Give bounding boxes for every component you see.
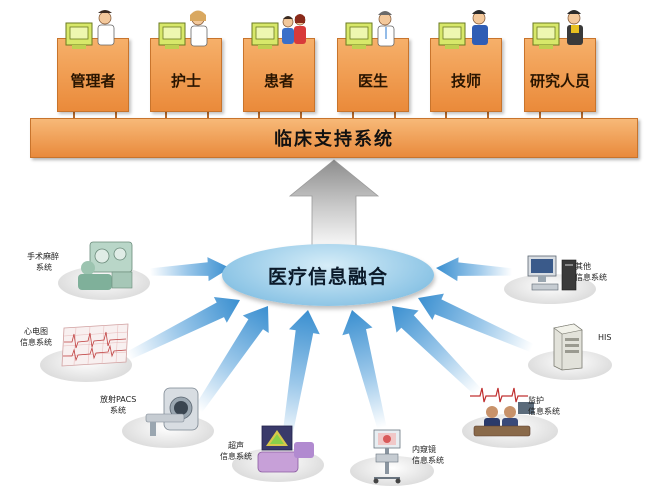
role-box-patient: 患者	[243, 14, 315, 112]
arrow-from-other	[436, 257, 513, 282]
system-label: 超声信息系统	[220, 441, 252, 461]
endoscope-cart-icon	[373, 429, 401, 484]
role-box-admin: 管理者	[57, 10, 129, 112]
server-icon	[553, 323, 583, 371]
technician-workstation-icon	[438, 10, 488, 49]
arrow-from-ultrasound	[281, 310, 320, 445]
role-box-doctor: 医生	[337, 11, 409, 112]
role-box-nurse: 护士	[150, 10, 222, 112]
support-bar-label: 临床支持系统	[274, 129, 394, 150]
arrow-from-pacs	[194, 306, 269, 413]
patient-workstation-icon	[251, 14, 306, 49]
role-label: 患者	[263, 72, 294, 90]
system-label: 监护信息系统	[528, 396, 560, 416]
ultrasound-icon	[257, 425, 314, 473]
system-label: 内窥镜信息系统	[412, 445, 444, 465]
system-label: 心电图信息系统	[20, 327, 52, 347]
info-fusion-hub: 医疗信息融合	[222, 244, 434, 306]
arrow-from-his	[418, 293, 534, 352]
nurse-workstation-icon	[158, 10, 208, 49]
role-label: 医生	[357, 72, 388, 90]
role-label: 研究人员	[529, 72, 590, 90]
ecg-paper-icon	[61, 323, 129, 367]
system-label: 其他信息系统	[575, 262, 607, 282]
desktop-computer-icon	[527, 255, 577, 291]
role-label: 护士	[170, 72, 201, 90]
system-label: 手术麻醉系统	[27, 252, 59, 272]
surgery-anesthesia-icon	[78, 241, 133, 290]
arrow-from-monitoring	[392, 306, 482, 396]
role-box-technician: 技师	[430, 10, 502, 112]
arrow-from-endoscope	[342, 310, 387, 430]
role-label: 管理者	[70, 72, 116, 90]
role-box-researcher: 研究人员	[524, 10, 596, 112]
doctor-workstation-icon	[345, 11, 395, 49]
arrow-from-surgery	[149, 257, 230, 282]
admin-workstation-icon	[65, 10, 115, 49]
patient-monitor-icon	[470, 387, 534, 437]
arrow-from-ecg	[126, 297, 240, 360]
clinical-support-bar: 临床支持系统	[30, 118, 638, 158]
ct-scanner-icon	[145, 387, 199, 436]
hub-to-support-arrow	[288, 159, 380, 253]
role-label: 技师	[450, 72, 481, 90]
hub-label: 医疗信息融合	[267, 265, 388, 288]
researcher-workstation-icon	[532, 10, 583, 49]
system-label: HIS	[598, 333, 612, 342]
